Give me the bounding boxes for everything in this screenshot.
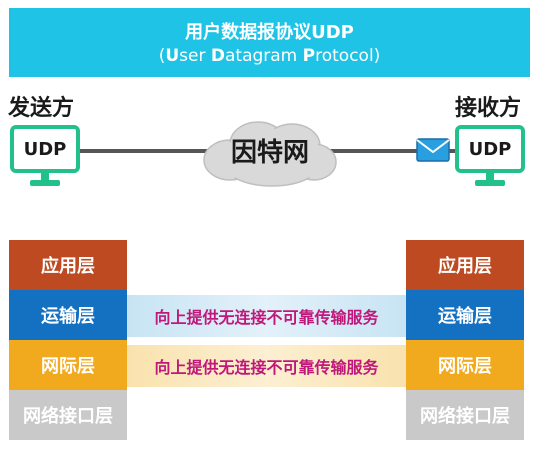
internet-label: 因特网 — [230, 138, 309, 168]
monitor-neck — [486, 173, 494, 181]
monitor-base — [30, 180, 60, 186]
right-internet-layer: 网际层 — [406, 340, 524, 390]
monitor-base — [475, 180, 505, 186]
banner-subtitle: (User Datagram Protocol) — [9, 46, 530, 66]
cloud-icon — [203, 121, 337, 187]
right-application-layer: 应用层 — [406, 240, 524, 290]
subtitle-part: D — [210, 46, 225, 66]
right-transport-layer: 运输层 — [406, 290, 524, 340]
subtitle-part: U — [165, 46, 180, 66]
left-internet-layer: 网际层 — [9, 340, 127, 390]
banner-title: 用户数据报协议UDP — [185, 22, 354, 43]
receiver-computer-icon: UDP — [455, 125, 525, 187]
receiver-screen: UDP — [455, 125, 525, 173]
subtitle-part: ser — [179, 46, 211, 66]
transport-service-band: 向上提供无连接不可靠传输服务 — [127, 295, 406, 337]
title-banner: 用户数据报协议UDP (User Datagram Protocol) — [9, 8, 530, 77]
left-transport-layer: 运输层 — [9, 290, 127, 340]
monitor-neck — [41, 173, 49, 181]
right-link-layer: 网络接口层 — [406, 390, 524, 440]
subtitle-part: rotocol) — [315, 46, 381, 66]
sender-screen: UDP — [10, 125, 80, 173]
subtitle-part: atagram — [224, 46, 303, 66]
receiver-label: 接收方 — [455, 96, 522, 121]
left-link-layer: 网络接口层 — [9, 390, 127, 440]
subtitle-part: P — [302, 46, 316, 66]
sender-label: 发送方 — [8, 96, 75, 121]
internet-service-band: 向上提供无连接不可靠传输服务 — [127, 345, 406, 387]
left-application-layer: 应用层 — [9, 240, 127, 290]
subtitle-part: ( — [158, 46, 166, 66]
sender-computer-icon: UDP — [10, 125, 80, 187]
envelope-icon — [416, 138, 450, 162]
